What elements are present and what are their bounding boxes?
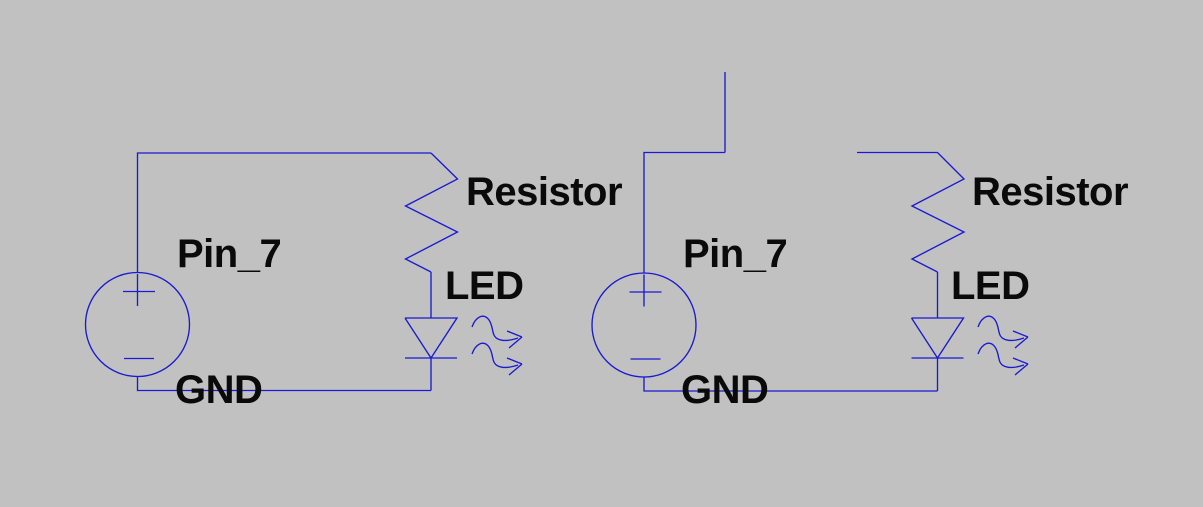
resistor-symbol [910,152,966,273]
led-symbol [910,272,965,391]
resistor-label: Resistor [972,170,1129,214]
wire-bottom [136,376,431,392]
ground-label: GND [175,368,263,412]
resistor-label: Resistor [466,170,623,214]
led-label: LED [445,264,524,308]
light-emission-arrow-2 [471,342,523,376]
resistor-symbol [404,152,459,273]
wire-top-left-segment [643,151,725,273]
light-emission-arrow-1 [977,315,1029,349]
light-emission-arrow-1 [471,315,523,349]
source-pin-label: Pin_7 [683,232,788,276]
led-label: LED [951,264,1030,308]
wire-bottom [643,377,938,392]
source-pin-label: Pin_7 [177,232,282,276]
plus-symbol [123,274,155,306]
led-symbol [404,272,459,391]
light-emission-arrow-2 [977,342,1029,376]
circuit-right [591,72,1029,392]
plus-symbol [629,274,662,307]
wire-top [136,152,431,273]
circuit-left [84,152,523,392]
ground-label: GND [681,368,769,412]
